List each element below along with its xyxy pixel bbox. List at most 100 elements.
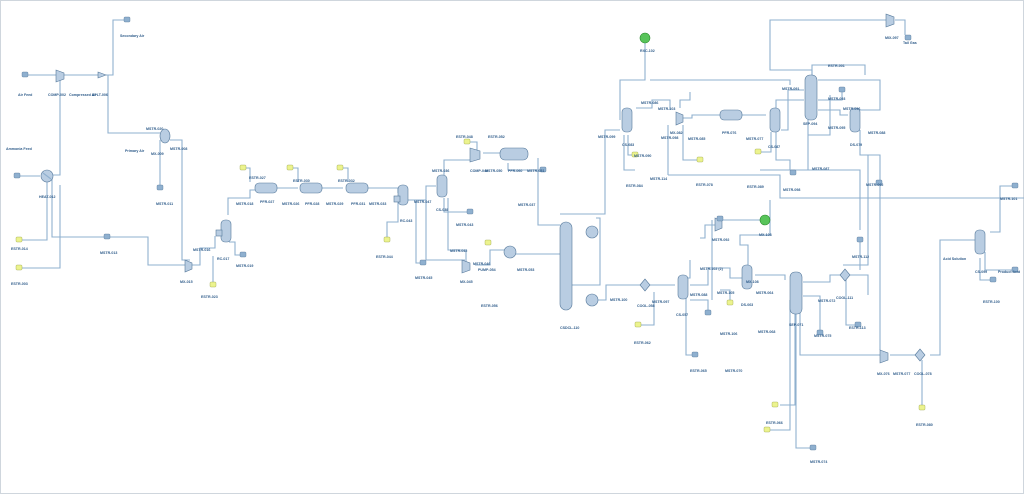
- mixer-mx-076[interactable]: [879, 349, 889, 364]
- pipe-lines: [20, 19, 1024, 449]
- label-mstr-018: MSTR-018: [236, 202, 253, 206]
- separator-cs-038[interactable]: [436, 174, 448, 198]
- label-mstr-026: MSTR-026: [282, 202, 299, 206]
- label-estr-062: ESTR-062: [634, 341, 651, 345]
- label-mstr-068: MSTR-068: [758, 330, 775, 334]
- reactor-rxc-102[interactable]: [639, 32, 651, 44]
- pfr-031[interactable]: [345, 182, 369, 194]
- mixer-mx-082[interactable]: [675, 111, 684, 126]
- label-mstr-099: MSTR-099: [598, 135, 615, 139]
- pump-pump-054[interactable]: [503, 245, 517, 259]
- label-mstr-033: MSTR-033: [369, 202, 386, 206]
- pfr-027[interactable]: [254, 182, 278, 194]
- label-estr-014: ESTR-014: [11, 247, 28, 251]
- label-air-feed: Air Feed: [18, 93, 32, 97]
- label-mstr-072: MSTR-072: [818, 299, 835, 303]
- reactor-rc-043[interactable]: [397, 184, 409, 206]
- label-mstr-088: MSTR-088: [690, 293, 707, 297]
- label-mstr-105: MSTR-105: [717, 291, 734, 295]
- label-estr-113: ESTR-113: [849, 326, 866, 330]
- label-mstr-087: MSTR-087: [812, 167, 829, 171]
- label-product-acid: Product Acid: [998, 270, 1020, 274]
- label-estr-056: ESTR-056: [481, 304, 498, 308]
- label-estr-066: ESTR-066: [766, 421, 783, 425]
- label-rxc-102: RXC-102: [640, 49, 655, 53]
- label-mx-045: MX-045: [460, 280, 473, 284]
- label-mstr-075: MSTR-075: [814, 334, 831, 338]
- equipment: [40, 13, 986, 364]
- label-pfr-031: PFR-031: [351, 202, 365, 206]
- label-mstr-029: MSTR-029: [326, 202, 343, 206]
- ds-079[interactable]: [849, 107, 861, 133]
- label-mstr-090: MSTR-090: [634, 154, 651, 158]
- label-mstr-093: MSTR-093: [828, 97, 845, 101]
- label-estr-078: ESTR-078: [696, 183, 713, 187]
- label-tail-gas: Tail Gas: [903, 41, 917, 45]
- splitter-splt-006[interactable]: [97, 71, 107, 79]
- mixer-mx-009[interactable]: [159, 128, 171, 144]
- label-mstr-053: MSTR-053: [517, 268, 534, 272]
- label-cdcl-110: CSDCL-110: [560, 326, 579, 330]
- label-estr-044: ESTR-044: [376, 255, 393, 259]
- label-pfr-076: PFR-076: [722, 131, 736, 135]
- label-sep-071: SEP-071: [789, 323, 803, 327]
- cooler-cool-111[interactable]: [839, 268, 851, 282]
- label-rc-043: RC-043: [400, 219, 412, 223]
- label-mx-009: MX-009: [151, 152, 164, 156]
- label-mstr-050: MSTR-050: [485, 169, 502, 173]
- label-estr-001: ESTR-001: [828, 64, 845, 68]
- label-pfr-028: PFR-028: [305, 202, 319, 206]
- mixer-mx-045[interactable]: [461, 259, 471, 274]
- label-mstr-097: MSTR-097: [652, 300, 669, 304]
- label-mstr-011: MSTR-011: [156, 202, 173, 206]
- label-mstr-064: MSTR-064: [756, 291, 773, 295]
- cooler-cool-078[interactable]: [914, 348, 926, 362]
- label-mstr-098: MSTR-098: [661, 136, 678, 140]
- label-mstr-086: MSTR-086: [641, 101, 658, 105]
- mixer-mix-097[interactable]: [885, 13, 895, 28]
- label-heat-012: HEAT-012: [39, 195, 56, 199]
- label-pfr-060: PFR-060: [508, 169, 522, 173]
- separator-cs-083[interactable]: [621, 107, 633, 133]
- separator-cs-087[interactable]: [769, 107, 781, 133]
- label-secondary-air: Secondary Air: [120, 34, 145, 38]
- label-estr-065: ESTR-065: [690, 369, 707, 373]
- reactor-green-marker[interactable]: [759, 214, 771, 226]
- label-acid-solution: Acid Solution: [943, 257, 966, 261]
- compressor-comp-049[interactable]: [469, 147, 481, 163]
- label-rc-017: RC-017: [217, 257, 229, 261]
- pfr-076[interactable]: [719, 109, 743, 121]
- label-mstr-114: MSTR-114: [650, 177, 667, 181]
- label-ammonia-feed: Ammonia Feed: [6, 147, 32, 151]
- label-estr-080: ESTR-080: [916, 423, 933, 427]
- ds-063[interactable]: [741, 264, 753, 290]
- label-mstr-101: MSTR-101: [1000, 197, 1017, 201]
- label-cs-083: CS-083: [622, 143, 634, 147]
- label-mstr-051: MSTR-051: [527, 169, 544, 173]
- pfr-028[interactable]: [299, 182, 323, 194]
- label-mstr-091: MSTR-091: [782, 87, 799, 91]
- label-cs-057: CS-057: [676, 313, 688, 317]
- pfr-060[interactable]: [499, 147, 529, 161]
- reactor-rc-017[interactable]: [220, 219, 232, 243]
- separator-sep-071[interactable]: [789, 271, 803, 315]
- separator-cs-057[interactable]: [677, 274, 689, 300]
- cooler-cool-058[interactable]: [639, 278, 651, 292]
- label-sep-094: SEP-094: [803, 122, 817, 126]
- label-mstr-047: MSTR-047: [414, 200, 431, 204]
- label-comp-049: COMP-049: [470, 169, 488, 173]
- label-mstr-098b: MSTR-098: [783, 188, 800, 192]
- label-mstr-092: MSTR-092: [712, 238, 729, 242]
- label-mstr-046: MSTR-046: [473, 262, 490, 266]
- label-splt-006: SPLT-006: [92, 93, 108, 97]
- label-mstr-070: MSTR-070: [725, 369, 742, 373]
- label-mstr-106: MSTR-106: [720, 332, 737, 336]
- separator-cs-099[interactable]: [974, 229, 986, 255]
- column-cdcl-110[interactable]: [559, 221, 573, 311]
- compressor-comp-002[interactable]: [55, 69, 65, 83]
- separator-sep-094[interactable]: [804, 74, 818, 121]
- label-mstr-043: MSTR-043: [456, 223, 473, 227]
- label-estr-100: ESTR-100: [983, 300, 1000, 304]
- label-primary-air: Primary Air: [125, 149, 145, 153]
- mixer-mx-015[interactable]: [184, 259, 193, 273]
